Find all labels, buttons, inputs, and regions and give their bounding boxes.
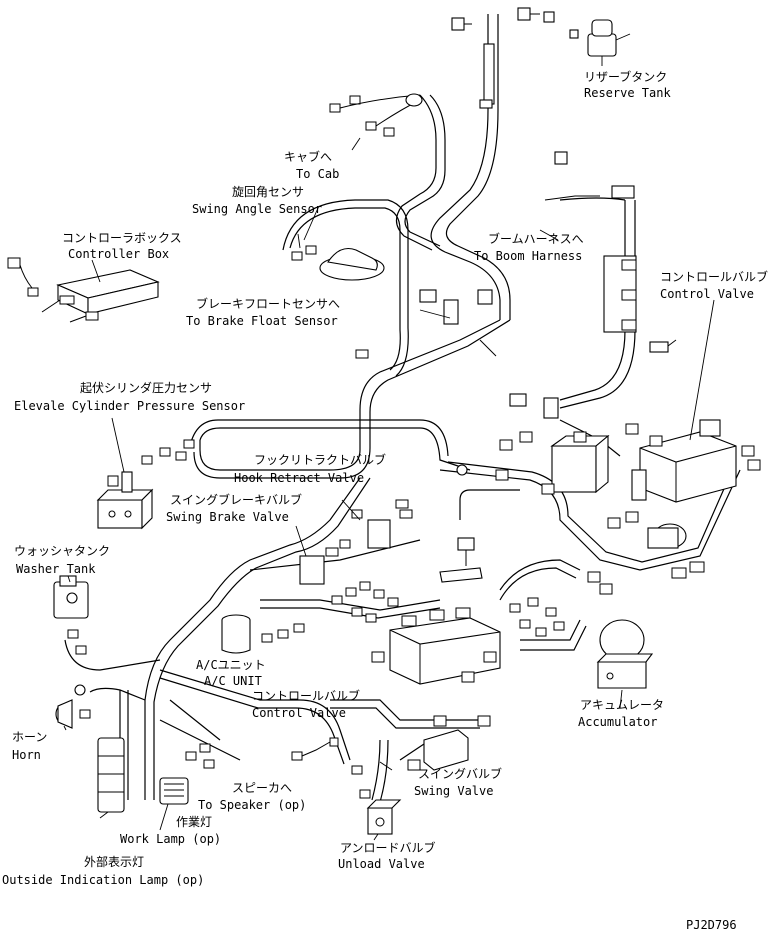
reserve-tank [587, 19, 631, 66]
washer-tank-label-jp: ウォッシャタンク [14, 544, 110, 558]
hook-retract-valve-label-en: Hook Retract Valve [234, 471, 364, 485]
leader-lines [63, 207, 715, 841]
valve-connector-bank [331, 581, 565, 637]
unload-valve-label-en: Unload Valve [338, 857, 425, 871]
control-valve-right-label-en: Control Valve [660, 287, 754, 301]
outside-indication-lamp [97, 737, 125, 813]
elevate-cylinder-pressure-sensor-label-en: Elevale Cylinder Pressure Sensor [14, 399, 245, 413]
hook-retract-valve [351, 499, 413, 549]
swing-angle-sensor-label-jp: 旋回角センサ [232, 185, 304, 199]
brake-float-connector [355, 289, 559, 419]
outside-indication-lamp-label-en: Outside Indication Lamp (op) [2, 873, 204, 887]
work-lamp-label-jp: 作業灯 [176, 815, 212, 829]
to-boom-harness-label-jp: ブームハーネスへ [488, 231, 584, 246]
to-brake-float-sensor-label-jp: ブレーキフロートセンサへ [196, 296, 340, 311]
controller-box-label-en: Controller Box [68, 247, 169, 261]
controller-box [7, 257, 160, 323]
elevate-cylinder-pressure-sensor-label-jp: 起伏シリンダ圧力センサ [80, 380, 212, 395]
drawing-code: PJ2D796 [686, 918, 737, 932]
swing-valve-label-en: Swing Valve [414, 784, 493, 798]
ac-unit-label-en: A/C UNIT [204, 674, 262, 688]
center-bolts [439, 431, 555, 583]
to-cab-label-en: To Cab [296, 167, 339, 181]
work-lamp-label-en: Work Lamp (op) [120, 832, 221, 846]
horn-label-jp: ホーン [12, 730, 47, 744]
unload-valve [366, 799, 402, 835]
elevate-cylinder-pressure-sensor [96, 439, 195, 530]
boom-harness-parts [544, 151, 677, 353]
top-bolts [451, 7, 579, 109]
horn-label-en: Horn [12, 748, 41, 762]
unload-valve-label-jp: アンロードバルブ [340, 840, 436, 855]
right-control-valve [550, 419, 761, 579]
swing-angle-sensor [291, 233, 385, 281]
speaker-connector [291, 737, 339, 761]
main-harness [64, 14, 741, 803]
work-lamp [159, 743, 215, 805]
outside-indication-lamp-label-jp: 外部表示灯 [84, 854, 144, 869]
to-brake-float-sensor-label-en: To Brake Float Sensor [186, 314, 338, 328]
accumulator [587, 571, 654, 689]
labels: リザーブタンク Reserve Tank キャブへ To Cab 旋回角センサ … [2, 69, 768, 932]
horn [55, 684, 91, 729]
control-valve-right-label-jp: コントロールバルブ [660, 269, 768, 284]
swing-angle-sensor-label-en: Swing Angle Sensor [192, 202, 322, 216]
ac-unit [221, 614, 305, 654]
swing-valve-label-jp: スイングバルブ [418, 766, 502, 781]
to-cab-label-jp: キャブへ [284, 149, 332, 164]
washer-tank-label-en: Washer Tank [16, 562, 96, 576]
swing-brake-valve-label-jp: スイングブレーキバルブ [170, 492, 302, 507]
accumulator-label-en: Accumulator [578, 715, 657, 729]
accumulator-label-jp: アキュムレータ [580, 698, 664, 712]
swing-brake-valve [299, 539, 351, 585]
center-control-valve [331, 581, 565, 685]
reserve-tank-label-en: Reserve Tank [584, 86, 671, 100]
ac-unit-label-jp: A/Cユニット [196, 658, 266, 672]
hook-retract-valve-label-jp: フックリトラクトバルブ [254, 452, 386, 467]
washer-tank [53, 575, 89, 655]
control-valve-center-label-en: Control Valve [252, 706, 346, 720]
cab-connectors [329, 93, 423, 151]
to-speaker-label-jp: スピーカへ [232, 781, 292, 795]
swing-valve [351, 715, 491, 799]
to-speaker-label-en: To Speaker (op) [198, 798, 306, 812]
reserve-tank-label-jp: リザーブタンク [584, 69, 667, 84]
swing-brake-valve-label-en: Swing Brake Valve [166, 510, 289, 524]
controller-box-label-jp: コントローラボックス [62, 231, 182, 245]
control-valve-center-label-jp: コントロールバルブ [252, 688, 360, 703]
to-boom-harness-label-en: To Boom Harness [474, 249, 582, 263]
